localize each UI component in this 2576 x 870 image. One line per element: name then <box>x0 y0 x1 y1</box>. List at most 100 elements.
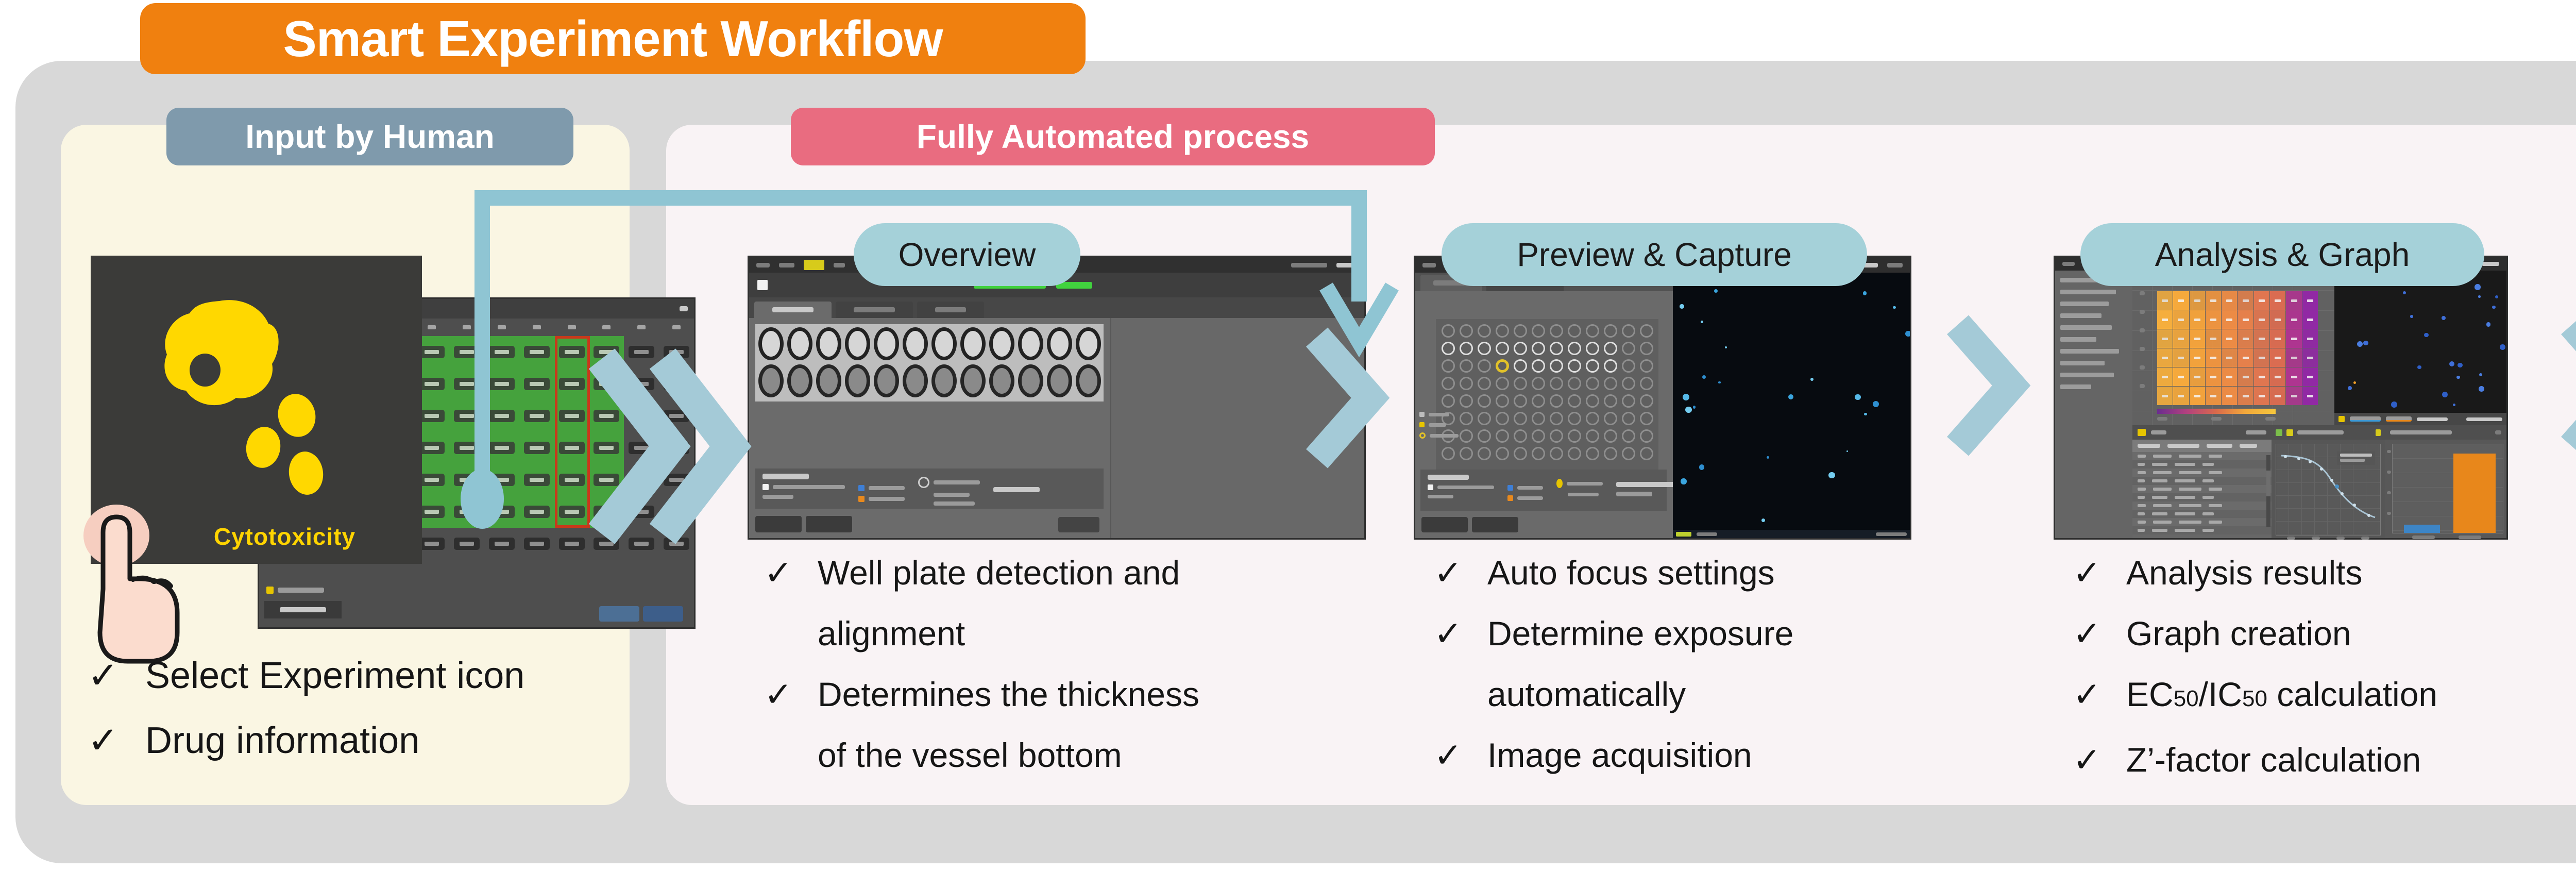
circ <box>1585 429 1599 443</box>
dot <box>1685 406 1692 413</box>
experiment-icon-cytotoxicity: Cytotoxicity <box>91 256 422 564</box>
hbar <box>2226 394 2233 397</box>
circ <box>1513 447 1527 460</box>
sbar <box>2060 361 2105 365</box>
check-icon: ✓ <box>88 720 119 761</box>
well2 <box>960 364 986 397</box>
hcell <box>2222 291 2238 310</box>
table-scrollbar <box>2266 455 2270 527</box>
trow <box>2132 460 2272 469</box>
lrow <box>1419 412 1459 417</box>
lrow <box>1428 484 1494 490</box>
cbar <box>602 325 611 329</box>
hbar <box>2291 375 2297 378</box>
stage-badge-preview-capture: Preview & Capture <box>1442 223 1867 286</box>
bar-plot <box>2392 444 2503 533</box>
dot <box>1700 320 1704 323</box>
pcell <box>414 528 449 560</box>
pill <box>594 410 620 422</box>
hcell <box>2286 310 2302 329</box>
hbar <box>2291 337 2297 340</box>
circ <box>1495 447 1509 460</box>
circ <box>1441 342 1455 355</box>
hcell <box>2189 348 2205 367</box>
bar <box>854 307 895 312</box>
pbar <box>425 414 439 418</box>
bar <box>1430 433 1459 438</box>
y-axis-ticks <box>2387 450 2391 515</box>
tbar2 <box>2179 521 2201 524</box>
dose-response-chart-pane <box>2272 425 2385 540</box>
well1 <box>989 327 1014 360</box>
pcell <box>519 336 554 368</box>
dot <box>1864 412 1867 415</box>
pbar <box>669 414 684 418</box>
pill <box>664 410 690 422</box>
hcell <box>2205 387 2222 405</box>
hcell <box>2157 348 2173 367</box>
checklist-text: Analysis results <box>2126 554 2363 592</box>
tbar2 <box>2175 479 2195 482</box>
dot <box>1702 375 1706 379</box>
circ <box>1459 412 1473 425</box>
pcell <box>624 464 659 496</box>
tab-inactive-2 <box>917 302 984 318</box>
pcell <box>624 528 659 560</box>
pbar <box>529 350 544 354</box>
dot <box>1862 291 1867 295</box>
pill <box>454 442 480 454</box>
dot <box>2369 405 2372 408</box>
pbar <box>494 350 509 354</box>
circ <box>1459 377 1473 390</box>
well1 <box>931 327 957 360</box>
dot <box>1828 472 1835 479</box>
tbar2 <box>2153 455 2172 458</box>
pcell <box>449 368 484 400</box>
tbar2 <box>2138 521 2146 524</box>
pill <box>523 506 550 518</box>
results-table-pane <box>2132 425 2272 538</box>
circ <box>1585 447 1599 460</box>
bar <box>2207 444 2232 448</box>
pbar <box>425 350 439 354</box>
dot <box>2345 298 2350 304</box>
hbar <box>2210 375 2217 378</box>
bar <box>2387 450 2391 453</box>
hbar <box>2242 356 2249 359</box>
bar <box>280 607 326 612</box>
dot <box>1767 456 1770 459</box>
pcell <box>519 496 554 528</box>
pbar <box>529 478 544 482</box>
bar <box>1517 496 1543 500</box>
plate-cancel-button <box>643 606 683 622</box>
hbar <box>2291 394 2297 397</box>
tbar2 <box>2179 504 2201 507</box>
pill <box>488 378 515 390</box>
dot <box>2343 379 2347 383</box>
dot <box>2388 305 2393 309</box>
trow <box>2132 526 2272 534</box>
circ <box>1621 342 1635 355</box>
bar <box>2246 430 2266 434</box>
dot <box>2358 313 2362 318</box>
dot <box>1692 406 1696 409</box>
lrow <box>1556 493 1603 496</box>
hand-cursor-icon <box>83 505 180 664</box>
well1 <box>1076 327 1101 360</box>
dot <box>1806 317 1810 321</box>
well1 <box>845 327 870 360</box>
bar <box>2350 416 2381 422</box>
bar <box>2140 365 2145 370</box>
pcell <box>449 464 484 496</box>
ln: ✓Determines the thickness <box>764 664 1199 725</box>
circ <box>1459 429 1473 443</box>
circ <box>1513 412 1527 425</box>
pcell <box>484 528 519 560</box>
dot <box>2363 340 2368 346</box>
pcell <box>589 432 624 464</box>
bar <box>2062 262 2075 266</box>
hcell <box>2173 329 2189 348</box>
bar <box>1876 532 1907 536</box>
bar <box>993 487 1040 492</box>
circle <box>2320 467 2323 471</box>
